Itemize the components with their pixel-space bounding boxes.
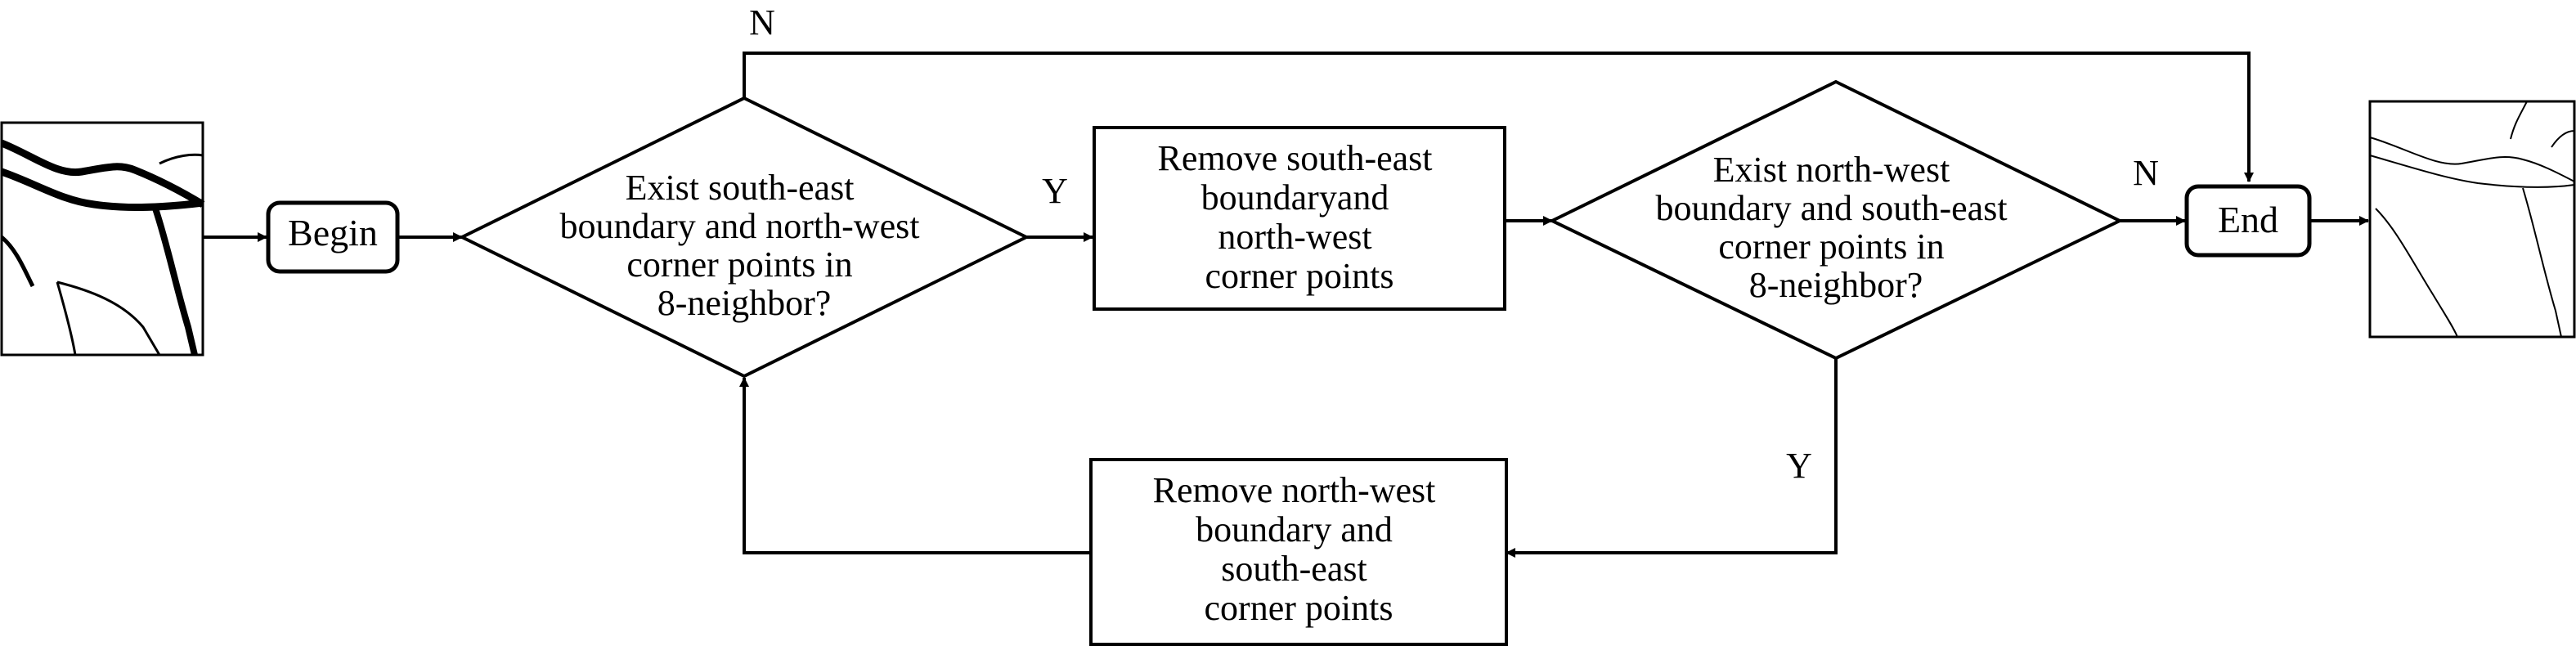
process1-node: Remove south-east boundaryand north-west…	[1093, 126, 1506, 311]
decision1-no-label: N	[749, 2, 775, 43]
process2-text: Remove north-west boundary and south-eas…	[1153, 470, 1445, 628]
arrow-decision2-yes	[1506, 358, 1838, 558]
decision2-yes-label: Y	[1786, 446, 1812, 486]
decision2-text: Exist north-west boundary and south-east…	[1655, 150, 2016, 305]
decision2-no-label: N	[2133, 153, 2159, 193]
decision1-yes-label: Y	[1042, 171, 1068, 211]
arrow-process2-loop	[739, 377, 1089, 554]
decision1-node: Exist south-east boundary and north-west…	[458, 96, 1030, 379]
decision2-node: Exist north-west boundary and south-east…	[1548, 79, 2124, 361]
decision1-text: Exist south-east boundary and north-west…	[560, 168, 929, 323]
process2-node: Remove north-west boundary and south-eas…	[1089, 458, 1508, 646]
connectors	[203, 52, 2369, 558]
begin-label: Begin	[288, 212, 378, 253]
end-node: End	[2184, 184, 2312, 258]
process1-text: Remove south-east boundaryand north-west…	[1157, 138, 1441, 296]
begin-node: Begin	[266, 200, 400, 274]
input-image	[0, 121, 205, 357]
end-label: End	[2218, 199, 2278, 240]
output-image	[2368, 100, 2576, 339]
arrow-decision1-no	[743, 52, 2254, 182]
